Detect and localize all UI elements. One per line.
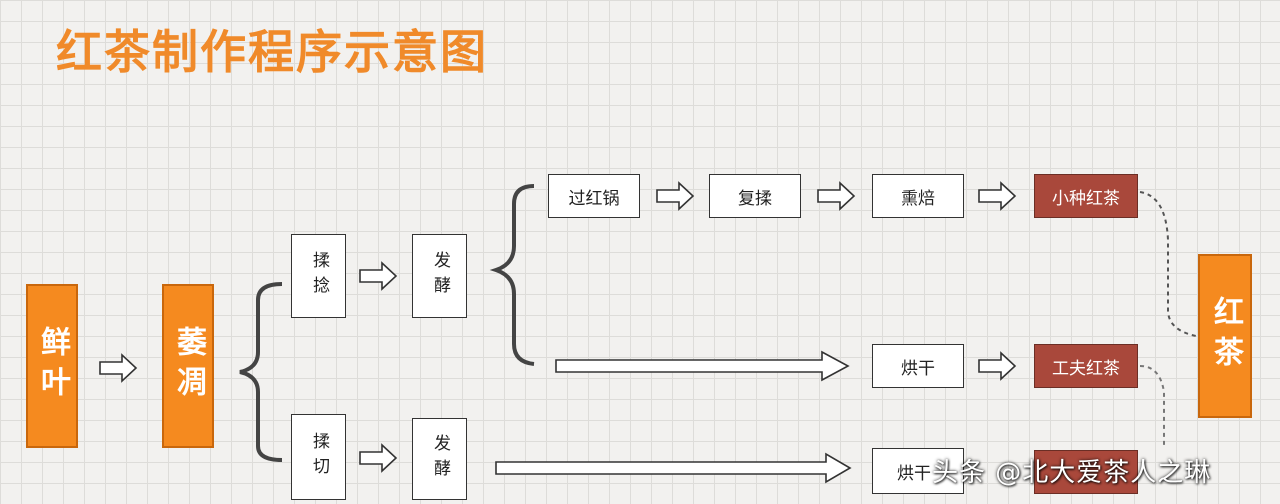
dashed-connector-mid: [1139, 365, 1165, 446]
node-gongfu-tea: 工夫红茶: [1034, 344, 1138, 388]
node-roll-twist: 揉捻: [291, 234, 346, 318]
page-title: 红茶制作程序示意图: [56, 25, 488, 79]
arrow-leaf-to-wither: [99, 354, 137, 382]
node-smoke-dry: 熏焙: [872, 174, 964, 218]
node-ferment-bottom: 发酵: [412, 418, 467, 500]
arrow-rollcut-to-ferment: [359, 444, 397, 472]
bracket-after-ferment: [489, 184, 535, 366]
watermark: 头条 @北大爱茶人之琳: [932, 458, 1212, 488]
long-arrow-bottom: [495, 452, 852, 484]
node-black-tea: 红茶: [1198, 254, 1252, 418]
arrow-reroll-to-smoke: [817, 182, 855, 210]
node-fresh-leaf: 鲜叶: [26, 284, 78, 448]
node-ferment-top: 发酵: [412, 234, 467, 318]
arrow-roll-to-ferment-top: [359, 262, 397, 290]
node-roll-cut: 揉切: [291, 414, 346, 500]
node-bottom-red-box: [1034, 450, 1138, 494]
arrow-dry-to-gongfu: [978, 352, 1016, 380]
bracket-after-wither: [239, 282, 283, 462]
arrow-smoke-to-souchong: [978, 182, 1016, 210]
node-dry-bottom: 烘干: [872, 448, 964, 494]
arrow-wok-to-reroll: [656, 182, 694, 210]
node-dry-mid: 烘干: [872, 344, 964, 388]
node-red-wok: 过红锅: [548, 174, 640, 218]
long-arrow-mid: [555, 350, 850, 382]
node-souchong-tea: 小种红茶: [1034, 174, 1138, 218]
node-wither: 萎凋: [162, 284, 214, 448]
node-re-roll: 复揉: [709, 174, 801, 218]
dashed-connector-top: [1139, 191, 1197, 337]
